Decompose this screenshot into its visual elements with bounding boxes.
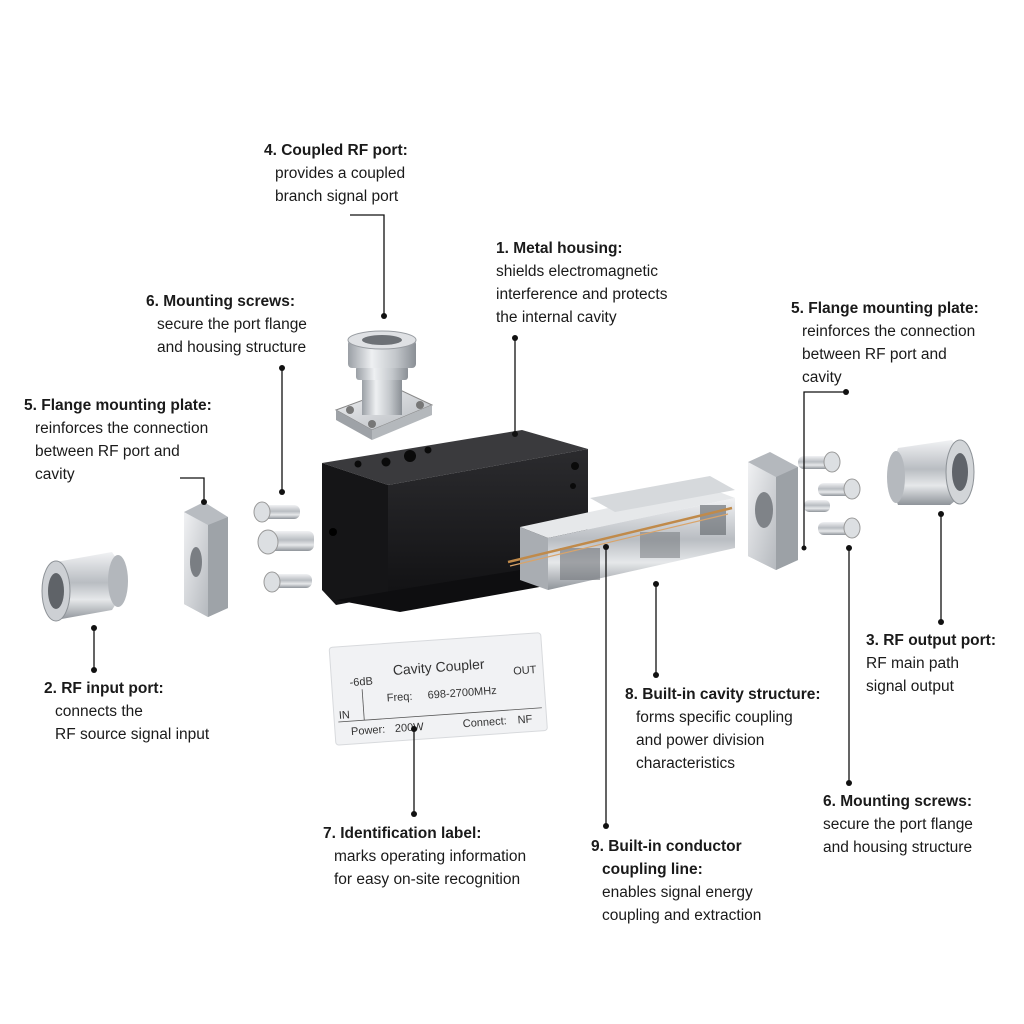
flange-plate-right [748, 452, 798, 570]
callout-line: characteristics [636, 755, 736, 772]
callout-line: for easy on-site recognition [334, 871, 521, 888]
label-connect-label: Connect: [462, 715, 507, 730]
callout-line: between RF port and [802, 346, 947, 363]
callout-title: coupling line: [602, 861, 703, 878]
callout-line: and power division [636, 732, 765, 749]
callout-title: 8. Built-in cavity structure: [625, 686, 821, 703]
callout-line: interference and protects [496, 286, 668, 303]
callout-mounting-screws-right: 6. Mounting screws: secure the port flan… [823, 790, 973, 859]
callout-line: connects the [55, 703, 143, 720]
label-power-value: 200W [395, 721, 425, 735]
callout-line: provides a coupled [275, 165, 406, 182]
label-out-text: OUT [513, 664, 537, 678]
callout-line: reinforces the connection [802, 323, 976, 340]
label-connect-value: NF [517, 713, 533, 726]
callout-line: forms specific coupling [636, 709, 793, 726]
callout-title: 4. Coupled RF port: [264, 142, 408, 159]
callout-coupling-line: 9. Built-in conductor coupling line: ena… [591, 835, 761, 927]
callout-rf-input-port: 2. RF input port: connects the RF source… [44, 677, 209, 746]
callout-line: the internal cavity [496, 309, 617, 326]
callout-title: 2. RF input port: [44, 680, 164, 697]
callout-line: coupling and extraction [602, 907, 762, 924]
callout-title: 6. Mounting screws: [146, 293, 295, 310]
callout-coupled-rf-port: 4. Coupled RF port: provides a coupled b… [264, 139, 408, 208]
callout-line: cavity [802, 369, 842, 386]
label-product-name: Cavity Coupler [392, 656, 485, 678]
callout-title: 3. RF output port: [866, 632, 996, 649]
callout-line: reinforces the connection [35, 420, 209, 437]
label-freq-label: Freq: [386, 691, 412, 705]
flange-plate-left [184, 502, 228, 617]
callout-line: cavity [35, 466, 75, 483]
mounting-screws-right [798, 451, 861, 539]
leader-lines [93, 214, 942, 826]
callout-line: signal output [866, 678, 954, 695]
callout-flange-plate-left: 5. Flange mounting plate: reinforces the… [24, 394, 212, 486]
callout-line: and housing structure [823, 839, 973, 856]
callout-mounting-screws-left: 6. Mounting screws: secure the port flan… [146, 290, 307, 359]
callout-rf-output-port: 3. RF output port: RF main path signal o… [866, 629, 996, 698]
callout-line: and housing structure [157, 339, 307, 356]
callout-title: 9. Built-in conductor [591, 838, 742, 855]
callout-line: shields electromagnetic [496, 263, 658, 280]
callout-line: RF source signal input [55, 726, 210, 743]
callout-line: secure the port flange [157, 316, 307, 333]
rf-input-port-connector [41, 552, 128, 622]
callout-title: 5. Flange mounting plate: [24, 397, 212, 414]
label-coupling-value: -6dB [349, 675, 373, 689]
callout-title: 7. Identification label: [323, 825, 482, 842]
callout-flange-plate-right: 5. Flange mounting plate: reinforces the… [791, 297, 979, 389]
callout-title: 5. Flange mounting plate: [791, 300, 979, 317]
identification-label: Cavity Coupler -6dB OUT Freq: 698-2700MH… [328, 632, 548, 746]
label-power-label: Power: [351, 724, 386, 738]
callout-line: secure the port flange [823, 816, 973, 833]
cavity-structure [507, 476, 735, 590]
callout-identification-label: 7. Identification label: marks operating… [323, 822, 526, 891]
callout-title: 1. Metal housing: [496, 240, 623, 257]
callout-metal-housing: 1. Metal housing: shields electromagneti… [496, 237, 667, 329]
callout-line: branch signal port [275, 188, 399, 205]
callout-line: RF main path [866, 655, 960, 672]
mounting-screws-left [253, 501, 314, 593]
coupled-rf-port-connector [334, 330, 434, 440]
leader-dots [91, 313, 944, 829]
rf-output-port-connector [887, 439, 975, 505]
label-freq-value: 698-2700MHz [427, 685, 497, 702]
label-in-text: IN [338, 709, 350, 722]
callout-line: marks operating information [334, 848, 527, 865]
callout-cavity-structure: 8. Built-in cavity structure: forms spec… [625, 683, 821, 775]
callout-line: between RF port and [35, 443, 180, 460]
callout-line: enables signal energy [602, 884, 753, 901]
callout-title: 6. Mounting screws: [823, 793, 972, 810]
